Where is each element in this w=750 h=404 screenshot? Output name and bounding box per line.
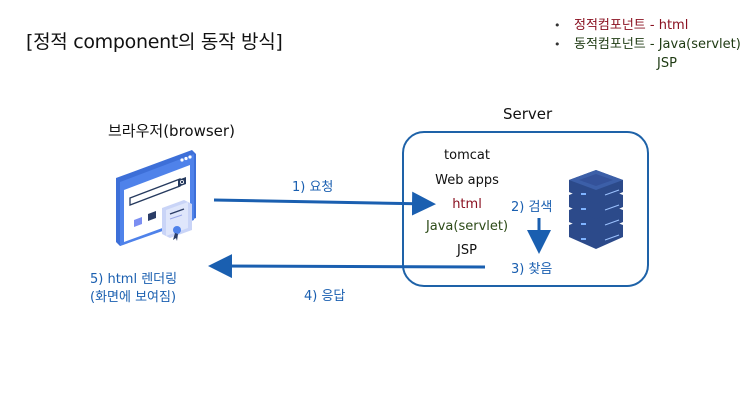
server-item-tomcat: tomcat — [444, 148, 490, 163]
step-request-label: 1) 요청 — [292, 180, 334, 195]
server-label: Server — [503, 105, 553, 123]
legend-item-static: • 정적컴포넌트 - html — [554, 18, 689, 33]
server-item-html: html — [452, 197, 482, 212]
step-search-label: 2) 검색 — [511, 200, 553, 215]
step-response-label: 4) 응답 — [304, 289, 346, 304]
legend-item-dynamic: • 동적컴포넌트 - Java(servlet) — [554, 37, 741, 52]
legend-item-dynamic-continuation: JSP — [657, 56, 677, 71]
server-rack-icon — [569, 170, 623, 249]
bullet-icon: • — [554, 19, 561, 32]
step-render-label: 5) html 렌더링 — [90, 272, 178, 287]
server-item-servlet: Java(servlet) — [425, 219, 509, 234]
request-arrow — [213, 191, 436, 216]
step-render-sublabel: (화면에 보여짐) — [90, 290, 177, 305]
response-arrow — [208, 254, 486, 279]
page-title: [정적 component의 동작 방식] — [26, 31, 283, 53]
browser-window-icon — [116, 150, 196, 246]
bullet-icon: • — [554, 38, 561, 51]
step-found-label: 3) 찾음 — [511, 262, 553, 277]
server-container — [402, 131, 649, 287]
browser-label: 브라우저(browser) — [108, 122, 235, 140]
server-item-jsp: JSP — [457, 243, 477, 258]
server-item-webapps: Web apps — [435, 173, 499, 188]
component-legend: • 정적컴포넌트 - html • 동적컴포넌트 - Java(servlet)… — [554, 16, 741, 73]
